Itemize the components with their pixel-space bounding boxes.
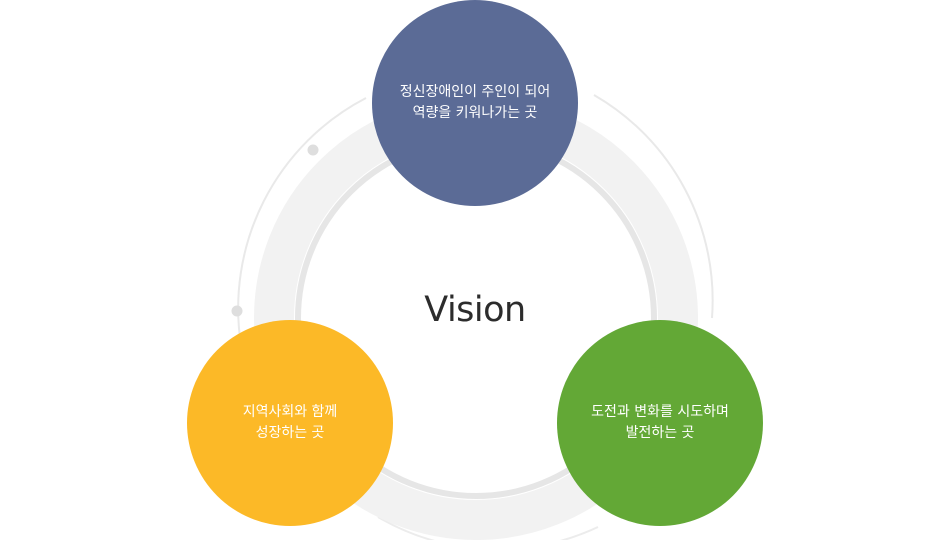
ring-dot-left bbox=[231, 305, 243, 317]
vision-title: Vision bbox=[424, 290, 526, 330]
vision-node-top-line-1: 정신장애인이 주인이 되어 bbox=[399, 84, 551, 100]
vision-node-left-line-1: 지역사회와 함께 bbox=[242, 404, 338, 420]
vision-node-top: 정신장애인이 주인이 되어 역량을 키워나가는 곳 bbox=[372, 0, 578, 206]
outer-arc-left bbox=[237, 97, 367, 346]
outer-arc-bottom bbox=[377, 516, 599, 540]
outer-arc-right bbox=[593, 94, 714, 319]
vision-node-top-line-2: 역량을 키워나가는 곳 bbox=[412, 105, 538, 121]
vision-node-right: 도전과 변화를 시도하며 발전하는 곳 bbox=[557, 320, 763, 526]
vision-node-right-line-1: 도전과 변화를 시도하며 bbox=[591, 404, 729, 420]
vision-node-left-line-2: 성장하는 곳 bbox=[255, 425, 325, 441]
vision-node-left: 지역사회와 함께 성장하는 곳 bbox=[187, 320, 393, 526]
ring-dot-upper bbox=[307, 144, 319, 156]
vision-node-right-line-2: 발전하는 곳 bbox=[625, 425, 695, 441]
